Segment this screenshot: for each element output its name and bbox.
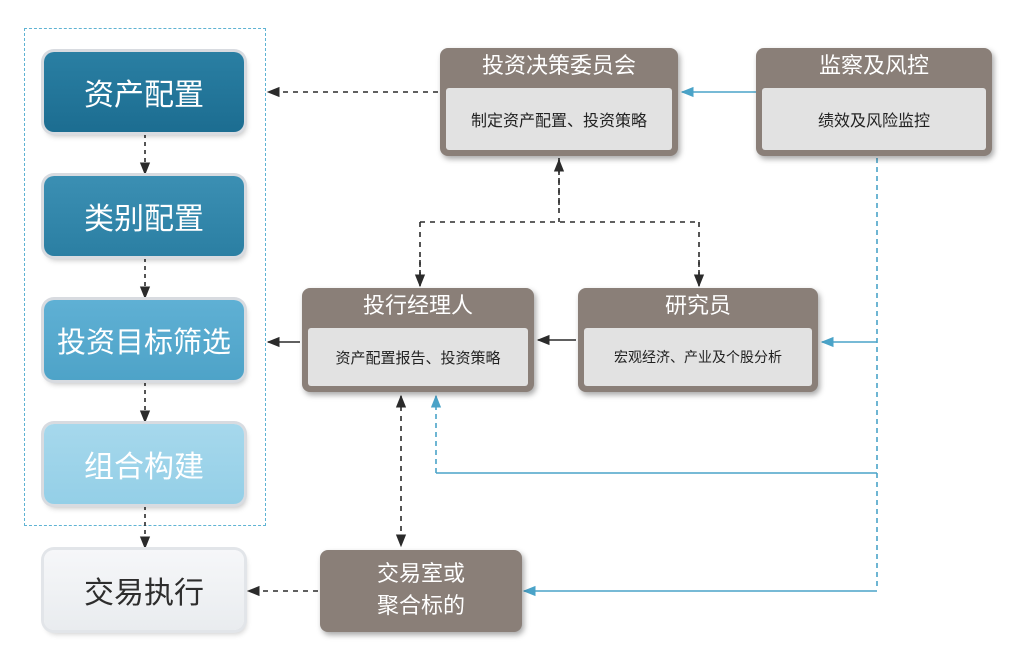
step-category-allocation: 类别配置 (44, 176, 244, 256)
manager-box: 投行经理人 资产配置报告、投资策略 (302, 288, 534, 392)
trading-line1: 交易室或 (376, 562, 465, 587)
step-portfolio-construction: 组合构建 (44, 424, 244, 504)
manager-subtitle: 资产配置报告、投资策略 (308, 328, 528, 386)
step-asset-allocation: 资产配置 (44, 52, 244, 132)
trade-execution-box: 交易执行 (44, 550, 244, 630)
supervision-subtitle: 绩效及风险监控 (762, 88, 986, 150)
supervision-title: 监察及风控 (818, 54, 929, 79)
research-subtitle: 宏观经济、产业及个股分析 (584, 328, 812, 386)
manager-title: 投行经理人 (362, 294, 473, 319)
trading-desk-box: 交易室或 聚合标的 (320, 550, 522, 632)
committee-subtitle: 制定资产配置、投资策略 (446, 88, 672, 150)
research-title: 研究员 (664, 294, 731, 319)
supervision-box: 监察及风控 绩效及风险监控 (756, 48, 992, 156)
researcher-box: 研究员 宏观经济、产业及个股分析 (578, 288, 818, 392)
trading-line2: 聚合标的 (376, 594, 465, 619)
investment-committee-box: 投资决策委员会 制定资产配置、投资策略 (440, 48, 678, 156)
committee-title: 投资决策委员会 (481, 54, 636, 79)
step-target-screening: 投资目标筛选 (44, 300, 244, 380)
connector-committee-manager-research (419, 158, 700, 286)
